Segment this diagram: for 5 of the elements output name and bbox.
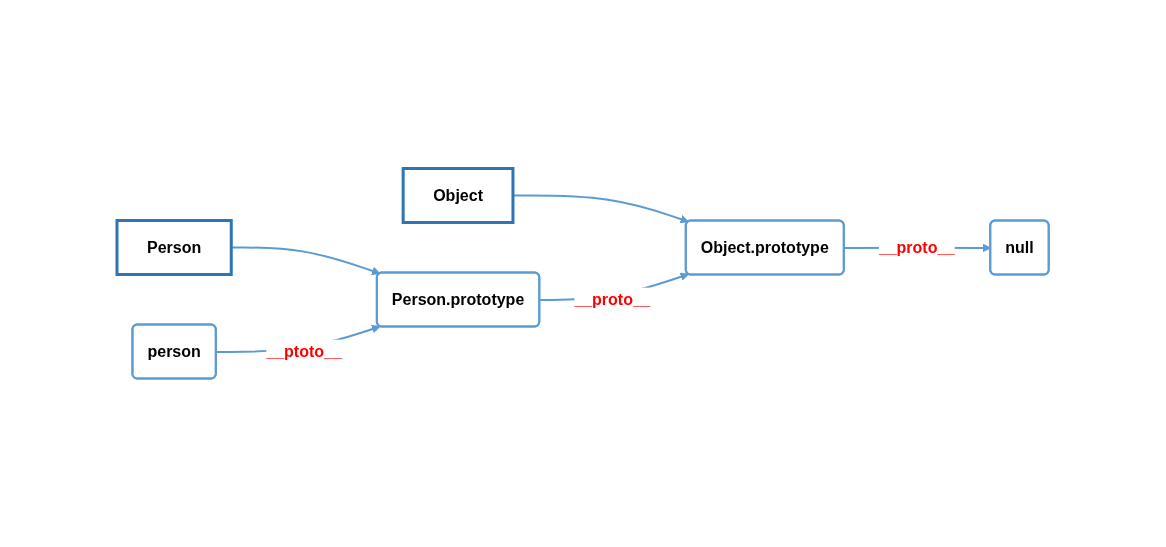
- node-box: Object: [401, 167, 515, 224]
- edge-label: __proto__: [878, 238, 956, 256]
- node-box: Person: [115, 219, 233, 276]
- edge-label: __ptoto__: [266, 342, 342, 360]
- edge-label: __proto__: [574, 290, 651, 308]
